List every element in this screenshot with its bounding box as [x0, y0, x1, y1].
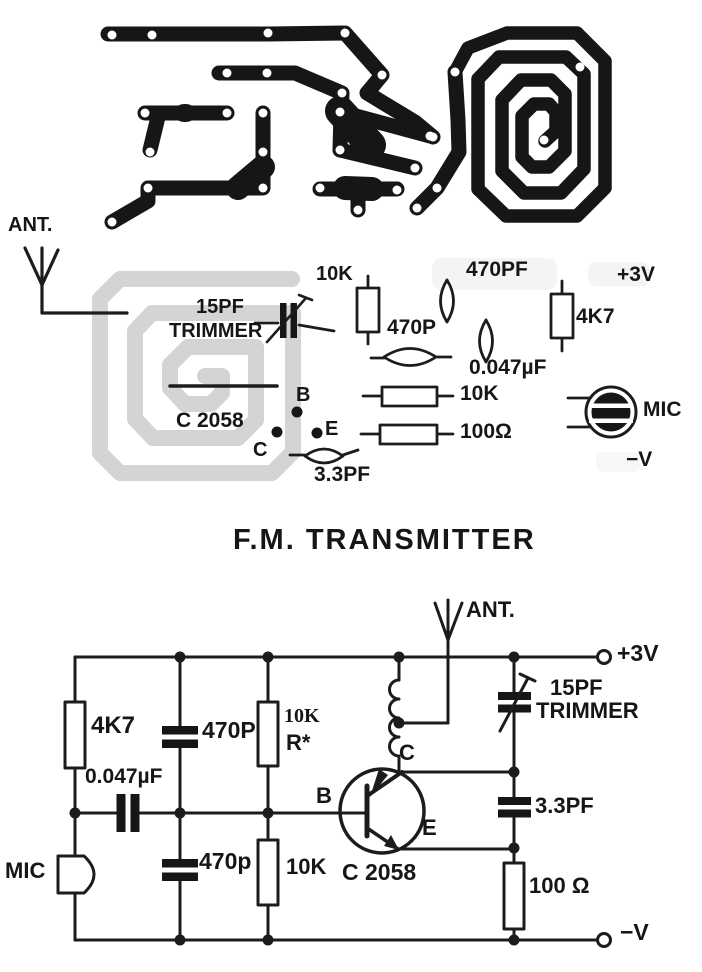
- antenna-schematic-icon: [433, 598, 464, 725]
- capacitor-33pf-schematic: [498, 770, 531, 850]
- transistor-pin-dots: [271, 406, 323, 439]
- capacitor-470pf-b-symbol: [478, 318, 494, 364]
- capacitor-470p-upper: [162, 655, 198, 815]
- layout-trimmer-value: 15PF: [196, 296, 244, 318]
- layout-r-top-label: 10K: [316, 263, 353, 285]
- layout-plus3v-label: +3V: [617, 263, 655, 286]
- minusv-terminal: [596, 932, 612, 948]
- transistor-c2058: [338, 767, 426, 855]
- scan-smudges: [432, 258, 650, 472]
- microphone-symbol: [566, 385, 638, 439]
- resistor-4k7: [63, 700, 87, 770]
- sch-c047-label: 0.047µF: [85, 765, 163, 788]
- pcb-spiral-coil: [448, 26, 612, 223]
- sch-c470p-upper-label: 470P: [202, 717, 256, 743]
- sch-pin-e-label: E: [422, 815, 437, 840]
- capacitor-470p-lower: [162, 811, 198, 942]
- trimmer-capacitor-15pf: [498, 655, 537, 774]
- sch-c470p-lower-label: 470p: [199, 848, 252, 874]
- pcb-pads: [107, 28, 585, 227]
- resistor-10k-top-symbol: [355, 274, 381, 346]
- sch-plus3v-label: +3V: [617, 640, 659, 666]
- ghost-coil: [92, 271, 301, 481]
- antenna-icon: [23, 246, 129, 315]
- sch-trimmer-word-label: TRIMMER: [536, 698, 639, 723]
- layout-r-mid-label: 10K: [460, 382, 499, 405]
- sch-mic-label: MIC: [5, 858, 46, 883]
- trimmer-capacitor-symbol: [253, 293, 336, 344]
- resistor-10k-base: [256, 811, 280, 942]
- sch-minusv-label: −V: [620, 919, 649, 945]
- component-layout-symbols: [23, 246, 638, 465]
- capacitor-33pf-symbol: [288, 447, 360, 465]
- capacitor-470pf-a-symbol: [439, 278, 455, 324]
- layout-r4k7-label: 4K7: [576, 305, 615, 328]
- page-title: F.M. TRANSMITTER: [233, 524, 536, 556]
- layout-c470pf-label: 470PF: [466, 258, 528, 281]
- schematic-graphics: [56, 598, 612, 948]
- sch-r100-label: 100 Ω: [529, 873, 590, 898]
- resistor-10k-mid-symbol: [361, 385, 455, 408]
- pcb-trace-second: [211, 65, 350, 158]
- sch-pin-c-label: C: [399, 740, 415, 765]
- layout-pin-b-label: B: [296, 384, 311, 406]
- layout-c470p-label: 470P: [387, 316, 437, 339]
- sch-rstar-ref-label: R*: [286, 730, 311, 755]
- sch-pin-b-label: B: [316, 783, 332, 808]
- layout-mic-label: MIC: [643, 398, 682, 421]
- pcb-trace-spiral-entry: [409, 64, 467, 216]
- pcb-copper-layout: [100, 25, 612, 230]
- sch-ant-label: ANT.: [466, 597, 515, 622]
- microphone-schematic-symbol: [56, 854, 96, 895]
- pcb-trace-angle: [104, 105, 271, 230]
- sch-c33pf-label: 3.3PF: [535, 793, 594, 818]
- resistor-4k7-symbol: [549, 279, 575, 353]
- plus3v-terminal: [596, 649, 612, 665]
- sch-transistor-label: C 2058: [342, 859, 417, 885]
- layout-minusv-label: −V: [626, 448, 653, 471]
- layout-c33pf-label: 3.3PF: [314, 463, 371, 486]
- sch-rstar-value-label: 10K: [284, 705, 320, 727]
- sch-trimmer-value-label: 15PF: [550, 675, 603, 700]
- layout-trimmer-word: TRIMMER: [169, 320, 263, 342]
- resistor-100-symbol: [359, 423, 455, 446]
- layout-r100-label: 100Ω: [460, 420, 512, 443]
- layout-ant-label: ANT.: [8, 214, 53, 236]
- layout-transistor-label: C 2058: [176, 409, 244, 432]
- sch-rbase-label: 10K: [286, 854, 327, 879]
- sch-r4k7-label: 4K7: [91, 712, 136, 739]
- layout-pin-e-label: E: [325, 418, 339, 440]
- layout-c047-label: 0.047µF: [469, 356, 547, 379]
- coupling-capacitor-047: [73, 794, 344, 832]
- resistor-100-emitter: [502, 846, 526, 942]
- junction-dots: [69, 651, 520, 946]
- capacitor-470p-symbol: [369, 347, 453, 367]
- resistor-10k-star: [256, 655, 280, 815]
- layout-pin-c-label: C: [253, 439, 268, 461]
